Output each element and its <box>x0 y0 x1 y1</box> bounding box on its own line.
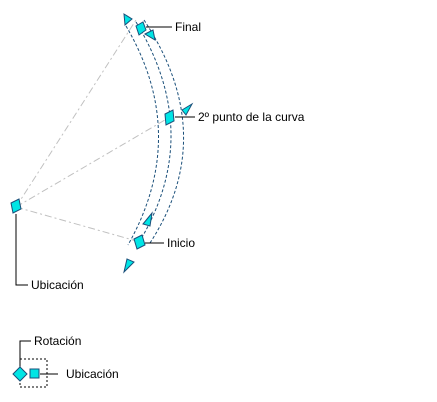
legend-rotation-leader <box>19 340 31 367</box>
legend-rotation-grip <box>12 366 28 382</box>
curve-width-grip[interactable] <box>181 102 194 116</box>
final-width-grip[interactable] <box>143 29 156 42</box>
wall-line-center <box>135 21 172 245</box>
location-leader <box>15 214 28 286</box>
wall-line-inner <box>125 25 159 246</box>
radius-line-mid <box>15 116 171 208</box>
wall-line-outer <box>143 19 184 244</box>
legend-rotation-label: Rotación <box>34 334 81 348</box>
start-width-grip[interactable] <box>142 211 153 227</box>
start-label: Inicio <box>167 236 195 250</box>
curve-second-point-grip[interactable] <box>164 109 175 126</box>
final-label: Final <box>175 20 201 34</box>
final-location-grip[interactable] <box>135 21 147 36</box>
start-direction-grip[interactable] <box>123 258 135 274</box>
radius-line-start <box>15 206 141 243</box>
legend: Rotación Ubicación <box>12 334 119 388</box>
location-label: Ubicación <box>31 278 84 292</box>
location-grip[interactable] <box>10 198 22 214</box>
legend-location-label: Ubicación <box>66 367 119 381</box>
second-point-label: 2º punto de la curva <box>198 110 305 124</box>
final-direction-grip[interactable] <box>123 13 133 27</box>
legend-location-grip <box>29 368 40 379</box>
leader-lines <box>15 26 195 286</box>
start-location-grip[interactable] <box>133 234 146 250</box>
curved-wall <box>125 19 184 246</box>
radius-line-final <box>15 19 137 208</box>
construction-lines <box>15 19 171 243</box>
